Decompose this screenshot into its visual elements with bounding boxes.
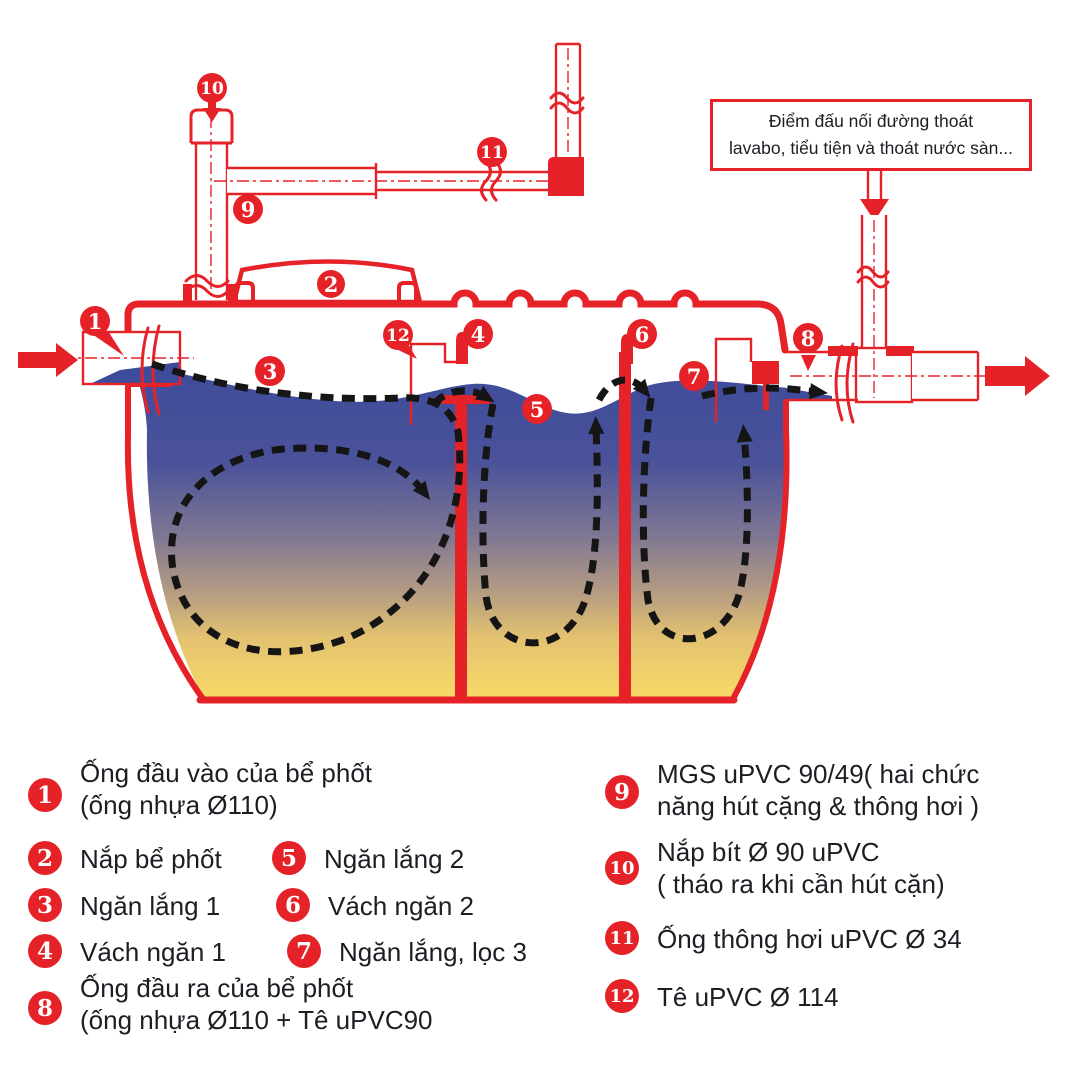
svg-text:4: 4 [471,322,486,347]
legend-badge-9: 9 [605,775,639,809]
svg-text:3: 3 [263,359,278,384]
legend-label-6: Vách ngăn 2 [328,891,475,921]
marker-3: 3 [255,356,285,386]
svg-text:2: 2 [324,272,339,297]
legend-label-7: Ngăn lắng, lọc 3 [339,937,527,967]
svg-text:9: 9 [241,197,256,222]
marker-1: 1 [80,306,124,356]
svg-text:8: 8 [801,326,816,351]
legend-label-8: Ống đầu ra của bể phốt(ống nhựa Ø110 + T… [80,973,433,1035]
marker-5: 5 [522,394,552,424]
legend-badge-11: 11 [605,921,639,955]
legend-badge-8: 8 [28,991,62,1025]
outlet-flow-arrow-icon [985,356,1050,396]
outlet-pipe-assembly [786,215,1000,424]
legend-badge-2: 2 [28,841,62,875]
marker-11: 11 [477,137,507,167]
callout-arrow-icon [860,168,889,221]
legend-badge-7: 7 [287,934,321,968]
legend-label-1: Ống đầu vào của bể phốt(ống nhựa Ø110) [80,758,373,820]
legend-badge-3: 3 [28,888,62,922]
svg-text:5: 5 [530,397,545,422]
callout-box: Điểm đấu nối đường thoát lavabo, tiểu ti… [710,99,1032,172]
svg-text:12: 12 [386,326,410,346]
marker-4: 4 [463,319,493,349]
legend-badge-12: 12 [605,979,639,1013]
marker-9: 9 [222,189,263,224]
callout-line-2: lavabo, tiểu tiện và thoát nước sàn... [729,138,1013,159]
legend-label-10: Nắp bít Ø 90 uPVC( tháo ra khi cần hút c… [657,837,945,899]
svg-text:7: 7 [687,364,702,389]
legend-label-4: Vách ngăn 1 [80,937,227,967]
legend-label-5: Ngăn lắng 2 [324,844,465,874]
vent-riser-right [548,42,585,196]
marker-12: 12 [383,320,417,359]
legend-badge-4: 4 [28,934,62,968]
svg-text:1: 1 [88,309,103,334]
svg-text:6: 6 [635,322,650,347]
legend-badge-5: 5 [272,841,306,875]
marker-8: 8 [793,323,823,371]
vent-pipe-horizontal [214,160,556,202]
legend-badge-10: 10 [605,851,639,885]
marker-10: 10 [197,73,227,122]
marker-7: 7 [679,361,709,391]
svg-text:11: 11 [480,143,504,163]
legend-label-11: Ống thông hơi uPVC Ø 34 [657,924,962,954]
flow-arrows [150,360,828,656]
marker-2: 2 [317,270,345,298]
diagram-canvas: 1 2 3 4 5 6 7 8 [18,42,1050,704]
callout-line-1: Điểm đấu nối đường thoát [768,111,974,131]
divider-wall-2 [619,334,633,700]
outlet-baffle [714,337,779,422]
legend-badge-1: 1 [28,778,62,812]
legend-badge-6: 6 [276,888,310,922]
legend-label-12: Tê uPVC Ø 114 [657,982,839,1012]
suction-vent-riser-pipe [183,108,237,304]
inlet-pipe-assembly [62,324,194,416]
marker-6: 6 [627,319,657,349]
legend-label-2: Nắp bể phốt [80,844,222,874]
legend-label-3: Ngăn lắng 1 [80,891,221,921]
svg-text:10: 10 [200,79,224,99]
inlet-flow-arrow-icon [18,343,78,377]
